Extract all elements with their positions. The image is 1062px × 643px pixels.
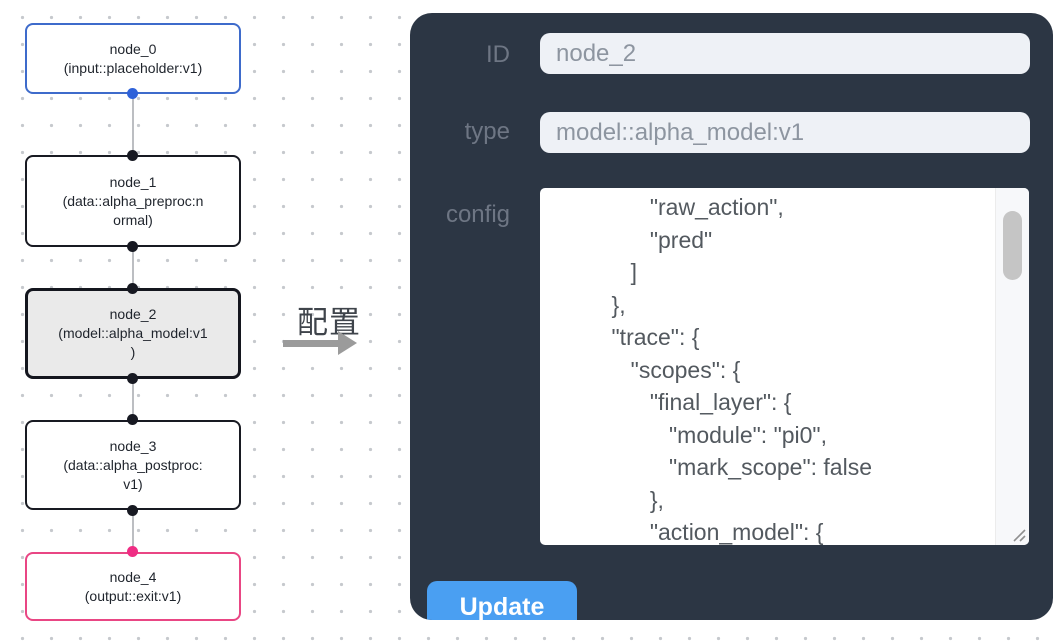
id-field-label: ID [486, 41, 510, 68]
flow-node-node-2[interactable]: node_2 (model::alpha_model:v1 ) [25, 288, 241, 379]
flow-node-node-4[interactable]: node_4 (output::exit:v1) [25, 552, 241, 621]
flow-node-node-0[interactable]: node_0 (input::placeholder:v1) [25, 23, 241, 94]
update-button[interactable]: Update [427, 581, 577, 620]
handle-node-0-bottom[interactable] [127, 88, 138, 99]
node-title: node_4 [109, 568, 157, 585]
flow-node-node-1[interactable]: node_1 (data::alpha_preproc:n ormal) [25, 155, 241, 247]
node-title: node_0 [109, 40, 157, 57]
id-input[interactable] [540, 33, 1030, 74]
node-subtitle: v1) [123, 475, 143, 492]
node-title: node_3 [109, 437, 157, 454]
config-json-text: "raw_action", "pred" ] }, "trace": { "sc… [611, 194, 873, 545]
config-scrollbar-track[interactable] [995, 188, 1029, 545]
handle-node-2-top[interactable] [127, 283, 138, 294]
handle-node-1-bottom[interactable] [127, 241, 138, 252]
type-field-label: type [464, 118, 510, 145]
resize-grip-icon[interactable] [1011, 527, 1027, 543]
handle-node-3-top[interactable] [127, 414, 138, 425]
node-title: node_2 [109, 306, 157, 322]
config-field-label: config [445, 201, 510, 228]
config-scrollbar-thumb[interactable] [1003, 211, 1022, 280]
flow-node-node-3[interactable]: node_3 (data::alpha_postproc: v1) [25, 420, 241, 510]
node-config-panel: ID type config "raw_action", "pred" ] },… [410, 13, 1053, 620]
node-subtitle: (output::exit:v1) [84, 587, 182, 604]
type-input[interactable] [540, 112, 1030, 153]
right-arrow-icon [283, 340, 339, 347]
node-subtitle: (model::alpha_model:v1 [58, 325, 208, 341]
right-arrow-head-icon [338, 331, 357, 355]
handle-node-3-bottom[interactable] [127, 505, 138, 516]
handle-node-4-top[interactable] [127, 546, 138, 557]
node-subtitle: (data::alpha_preproc:n [62, 192, 204, 209]
node-subtitle: (input::placeholder:v1) [63, 59, 203, 76]
node-subtitle: (data::alpha_postproc: [63, 456, 203, 473]
node-subtitle: ) [130, 344, 136, 360]
config-textarea[interactable]: "raw_action", "pred" ] }, "trace": { "sc… [540, 188, 1029, 545]
handle-node-1-top[interactable] [127, 150, 138, 161]
node-subtitle: ormal) [113, 211, 153, 228]
node-title: node_1 [109, 173, 157, 190]
handle-node-2-bottom[interactable] [127, 373, 138, 384]
